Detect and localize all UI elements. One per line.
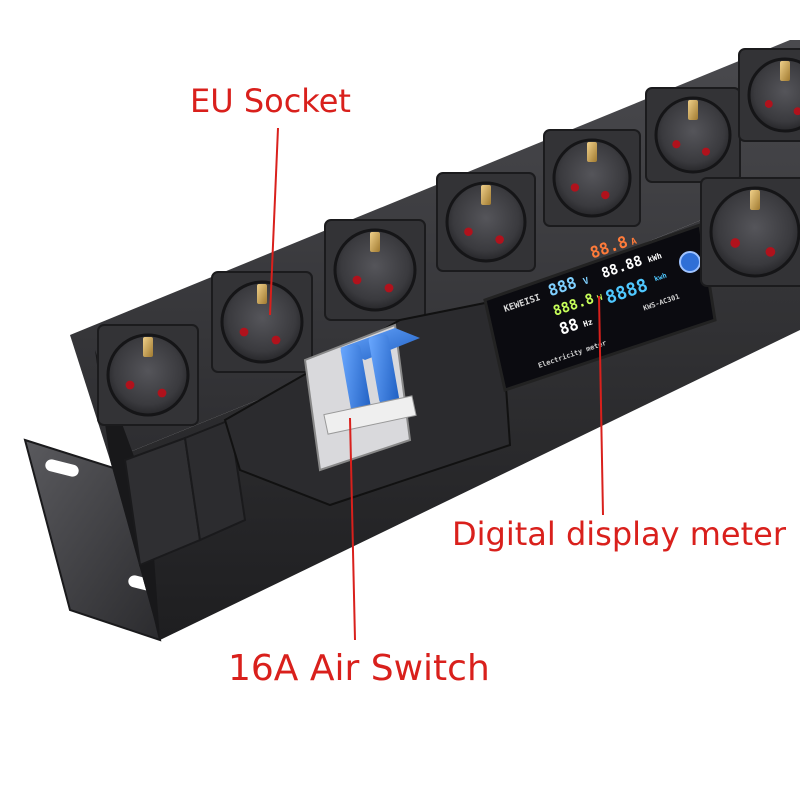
eu-socket-icon [97, 324, 199, 426]
eu-socket-icon [738, 48, 800, 142]
eu-socket-icon [436, 172, 536, 272]
air-switch-pointer [349, 417, 356, 641]
air-switch-label: 16A Air Switch [228, 648, 490, 689]
eu-socket-row [97, 48, 800, 426]
meter-pf-unit: kwh [653, 272, 668, 284]
eu-socket-icon [645, 87, 741, 183]
meter-pointer [598, 295, 604, 516]
meter-frequency-unit: Hz [582, 317, 594, 329]
meter-current-unit: A [630, 236, 639, 247]
eu-socket-icon [543, 129, 641, 227]
breaker-icon [223, 298, 512, 507]
eu-socket-pointer [269, 127, 279, 316]
meter-voltage-unit: V [582, 276, 591, 287]
meter-power-unit: W [596, 293, 604, 303]
eu-socket-icon [324, 219, 426, 321]
meter-button-icon[interactable] [679, 251, 701, 273]
eu-socket-row-front [700, 177, 800, 287]
eu-socket-label: EU Socket [190, 82, 351, 120]
eu-socket-icon [211, 271, 313, 373]
eu-socket-icon [700, 177, 800, 287]
digital-display-meter-label: Digital display meter [452, 515, 786, 553]
